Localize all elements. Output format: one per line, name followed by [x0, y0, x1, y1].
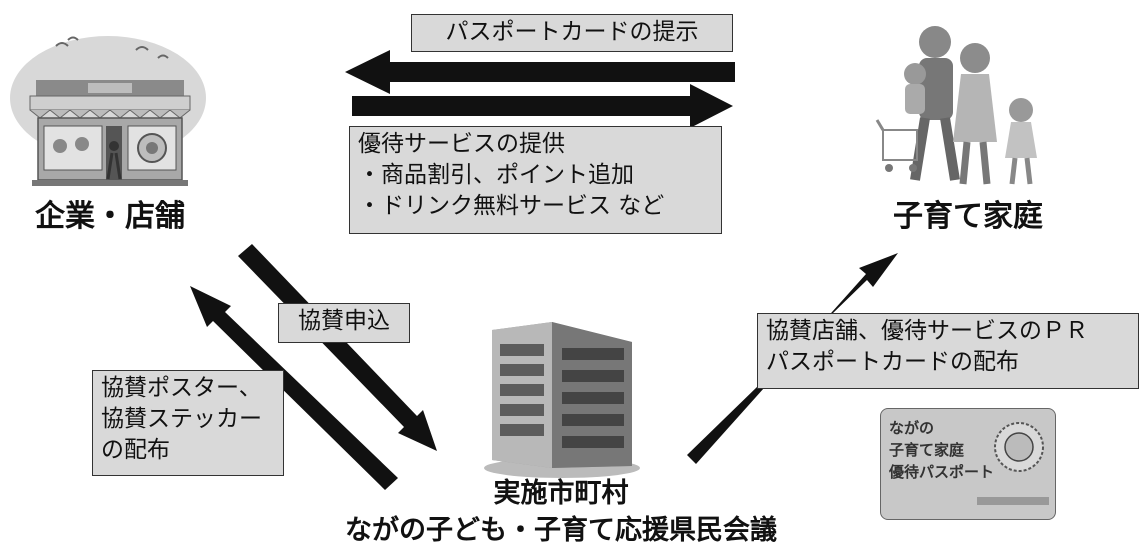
family-label: 子育て家庭 [893, 199, 1043, 234]
store-illustration [8, 18, 208, 198]
card-text-line1: ながの [889, 419, 935, 437]
family-icon [875, 26, 1037, 185]
arrow-passport-present [345, 50, 735, 94]
family-illustration [875, 18, 1065, 198]
pr-line1: 協賛店舗、優待サービスのＰＲ [766, 318, 1088, 344]
municipality-label-line1: 実施市町村 [493, 478, 629, 509]
poster-line1: 協賛ポスター、 [101, 375, 262, 401]
municipality-building [482, 318, 642, 478]
poster-box: 協賛ポスター、 協賛ステッカー の配布 [92, 370, 284, 476]
arrow-benefit [352, 84, 733, 128]
passport-card: ながの 子育て家庭 優待パスポート [880, 408, 1056, 520]
poster-line3: の配布 [101, 437, 170, 463]
card-emblem-icon [977, 422, 1049, 505]
store-icon [10, 36, 206, 186]
benefit-line3: ・ドリンク無料サービス など [358, 193, 665, 219]
passport-present-box: パスポートカードの提示 [411, 14, 733, 52]
store-label: 企業・店舗 [35, 199, 185, 234]
benefit-line1: 優待サービスの提供 [358, 131, 565, 157]
passport-present-text: パスポートカードの提示 [445, 19, 699, 45]
building-icon [484, 322, 640, 478]
arrow-pr [687, 253, 898, 464]
municipality-label-line2: ながの子ども・子育て応援県民会議 [345, 515, 777, 546]
arrow-poster [190, 286, 398, 490]
arrow-sponsor-apply [238, 244, 437, 451]
card-text-line3: 優待パスポート [889, 463, 995, 481]
pr-line2: パスポートカードの配布 [766, 349, 1019, 375]
sponsor-apply-text: 協賛申込 [298, 308, 390, 334]
poster-line2: 協賛ステッカー [101, 406, 262, 432]
card-text-line2: 子育て家庭 [889, 441, 965, 459]
benefit-line2: ・商品割引、ポイント追加 [358, 162, 634, 188]
pr-box: 協賛店舗、優待サービスのＰＲ パスポートカードの配布 [757, 313, 1139, 389]
benefit-box: 優待サービスの提供 ・商品割引、ポイント追加 ・ドリンク無料サービス など [349, 126, 722, 234]
sponsor-apply-box: 協賛申込 [278, 303, 410, 343]
